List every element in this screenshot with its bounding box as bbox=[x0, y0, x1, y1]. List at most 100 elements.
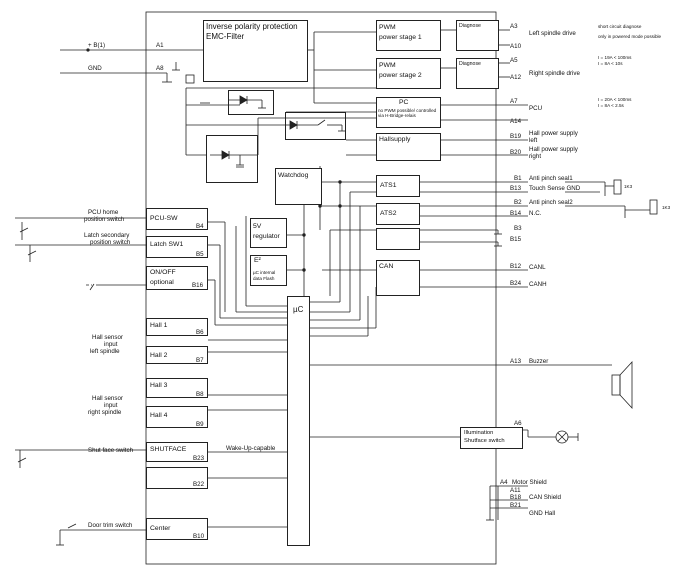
pin-a12: A12 bbox=[510, 74, 522, 81]
can-title: CAN bbox=[379, 263, 394, 270]
pin-b4: B4 bbox=[196, 223, 204, 230]
pin-b13: B13 bbox=[510, 185, 522, 192]
shutface-title: SHUTFACE bbox=[150, 446, 187, 453]
can-block: CAN bbox=[376, 260, 420, 296]
pcu-home-1: PCU home bbox=[88, 209, 119, 216]
pin-b21: B21 bbox=[510, 502, 522, 509]
pc-note: no PWM possible/ controlled via H-Bridge… bbox=[378, 108, 437, 119]
hall-left-1: Hall sensor bbox=[92, 334, 123, 341]
hall-left-3: left spindle bbox=[90, 348, 120, 355]
pin-a4: A4 bbox=[500, 479, 508, 486]
protection-module-3 bbox=[206, 135, 258, 183]
eeprom-title: E² bbox=[254, 257, 261, 264]
hall-right-1: Hall sensor bbox=[92, 395, 123, 402]
hall-power-left-1: Hall power supply bbox=[529, 130, 578, 137]
gnd-label: GND bbox=[88, 65, 102, 72]
hall-power-right-2: right bbox=[529, 153, 542, 160]
anti-pinch2-label: Anti pinch seal2 bbox=[529, 199, 573, 206]
pin-b20: B20 bbox=[510, 149, 522, 156]
anti-pinch1-label: Anti pinch seal1 bbox=[529, 175, 573, 182]
pin-b19: B19 bbox=[510, 133, 522, 140]
diagnose-1: Diagnose bbox=[456, 20, 499, 51]
pcu-home-2: position switch bbox=[84, 216, 125, 223]
pin-a10: A10 bbox=[510, 43, 522, 50]
limits-spindle-2: I = 8A < 10s bbox=[598, 61, 623, 66]
pin-a6: A6 bbox=[514, 420, 522, 427]
pwm2-line1: PWM bbox=[379, 62, 396, 69]
onoff-line1: ON/OFF bbox=[150, 269, 176, 276]
pwm2-line2: power stage 2 bbox=[379, 72, 422, 79]
ats2-block: ATS2 bbox=[376, 203, 420, 225]
limits-pcu-1: I = 20A < 100ms bbox=[598, 97, 632, 102]
pin-b23: B23 bbox=[193, 455, 205, 462]
emc-title: EMC-Filter bbox=[206, 32, 245, 41]
hallsupply-title: Hallsupply bbox=[379, 136, 411, 143]
pcu-sw-title: PCU-SW bbox=[150, 215, 178, 222]
ats1-title: ATS1 bbox=[380, 182, 397, 189]
hall2-title: Hall 2 bbox=[150, 352, 168, 359]
pin-a13: A13 bbox=[510, 358, 522, 365]
pc-title: PC bbox=[399, 99, 409, 106]
motor-shield-label: Motor Shield bbox=[512, 479, 547, 486]
left-spindle-label: Left spindle drive bbox=[529, 30, 576, 37]
pin-b10: B10 bbox=[193, 533, 205, 540]
can-shield-label: CAN Shield bbox=[529, 494, 561, 501]
pin-b16: B16 bbox=[192, 282, 204, 289]
onoff-block: ON/OFF optional B16 bbox=[146, 266, 208, 290]
pcu-label: PCU bbox=[529, 105, 543, 112]
door-trim-switch-label: Door trim switch bbox=[88, 522, 133, 529]
regulator-block: 5V regulator bbox=[250, 218, 287, 248]
pin-b7: B7 bbox=[196, 357, 204, 364]
hall-left-2: input bbox=[104, 341, 118, 348]
right-spindle-label: Right spindle drive bbox=[529, 70, 580, 77]
pin-b9: B9 bbox=[196, 421, 204, 428]
resistor-2-label: 1K3 bbox=[662, 205, 671, 210]
pwm1-line1: PWM bbox=[379, 24, 396, 31]
onoff-line2: optional bbox=[150, 279, 174, 286]
pin-a11: A11 bbox=[510, 487, 521, 494]
pin-a7: A7 bbox=[510, 98, 518, 105]
limits-pcu-2: I = 8A < 2.5s bbox=[598, 103, 624, 108]
ats1-block: ATS1 bbox=[376, 175, 420, 197]
pin-b22: B22 bbox=[193, 481, 205, 488]
diagnose2-label: Diagnose bbox=[459, 61, 481, 67]
center-title: Center bbox=[150, 525, 171, 532]
pin-b3: B3 bbox=[514, 225, 522, 232]
supply-label: + B(1) bbox=[88, 42, 106, 49]
nc-block bbox=[376, 228, 420, 250]
limits-spindle-1: I = 19A < 100ms bbox=[598, 55, 632, 60]
protection-module-1 bbox=[228, 90, 274, 115]
canh-label: CANH bbox=[529, 281, 547, 288]
shut-face-switch-label: Shut face switch bbox=[88, 447, 134, 454]
b22-block: B22 bbox=[146, 467, 208, 489]
pin-a8: A8 bbox=[156, 65, 164, 72]
hall-right-3: right spindle bbox=[88, 409, 122, 416]
diagnose-2: Diagnose bbox=[456, 58, 499, 89]
uc-title: µC bbox=[293, 305, 304, 314]
gnd-hall-label: GND Hall bbox=[529, 510, 556, 517]
protection-module-2 bbox=[285, 112, 346, 140]
protection-block: Inverse polarity protection EMC-Filter bbox=[203, 20, 308, 82]
wakeup-label: Wake-Up-capable bbox=[226, 445, 276, 452]
pin-b8: B8 bbox=[196, 391, 204, 398]
hall1-block: Hall 1 B6 bbox=[146, 318, 208, 336]
pwm-stage-1: PWM power stage 1 bbox=[376, 20, 441, 51]
canl-label: CANL bbox=[529, 264, 546, 271]
short-circuit-2: only in powered mode possible bbox=[598, 34, 662, 39]
pc-block: PC no PWM possible/ controlled via H-Bri… bbox=[376, 97, 441, 128]
pwm-stage-2: PWM power stage 2 bbox=[376, 58, 441, 89]
pin-b24: B24 bbox=[510, 280, 522, 287]
pin-b18: B18 bbox=[510, 494, 522, 501]
pin-b15: B15 bbox=[510, 236, 522, 243]
buzzer-label: Buzzer bbox=[529, 358, 549, 365]
hall3-block: Hall 3 B8 bbox=[146, 378, 208, 398]
center-block: Center B10 bbox=[146, 518, 208, 540]
pcu-sw-block: PCU-SW B4 bbox=[146, 208, 208, 230]
hall4-title: Hall 4 bbox=[150, 412, 168, 419]
pin-b5: B5 bbox=[196, 251, 204, 258]
pin-a14: A14 bbox=[510, 118, 522, 125]
pin-b2: B2 bbox=[514, 199, 522, 206]
pin-b14: B14 bbox=[510, 210, 522, 217]
regulator-line1: 5V bbox=[253, 223, 262, 230]
nc-label: N.C. bbox=[529, 210, 542, 217]
